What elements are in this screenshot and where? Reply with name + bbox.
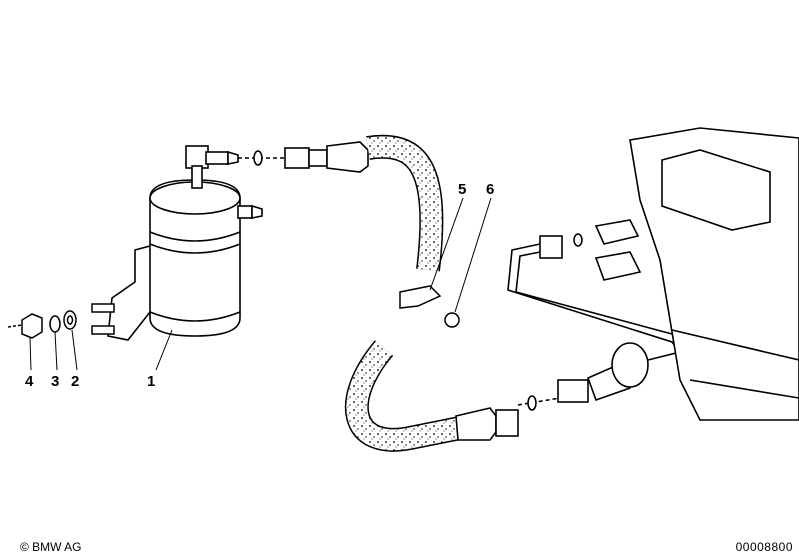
receiver-dryer	[107, 145, 263, 341]
callout-2: 2	[71, 373, 79, 390]
leader-lines	[29, 197, 492, 371]
drawing-number: 00008800	[735, 540, 793, 554]
copyright-notice: © BMW AG	[20, 540, 82, 554]
callout-3: 3	[51, 373, 59, 390]
refrigerant-pipe	[507, 219, 682, 361]
callout-1: 1	[147, 373, 155, 390]
callout-4: 4	[25, 373, 34, 390]
evaporator-housing	[629, 127, 799, 421]
callout-5: 5	[458, 181, 466, 198]
callout-6: 6	[486, 181, 494, 198]
lower-hose-assembly	[344, 340, 649, 452]
upper-hose-assembly	[238, 134, 444, 272]
mounting-hardware	[7, 303, 115, 339]
hose-clamp	[399, 285, 460, 328]
